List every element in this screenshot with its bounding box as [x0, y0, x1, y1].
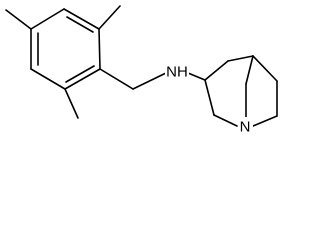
- amine-nitrogen-label: NH: [166, 64, 188, 81]
- methyl-groups: [5, 5, 121, 119]
- nh-label: NH: [165, 62, 189, 82]
- cage-bond-c7-c4: [252, 55, 278, 82]
- ring-bond-2: [98, 28, 101, 70]
- cage-bond-c3-c4: [204, 60, 229, 81]
- molecule-structure: NH N: [5, 5, 278, 136]
- ring-double-bond-1: [66, 16, 94, 33]
- methyl-bond-bottom: [64, 88, 79, 119]
- cage-bond-c2-n: [213, 114, 238, 127]
- quinuclidine-cage: [204, 55, 278, 127]
- ring-bond-1: [63, 8, 100, 30]
- ch2-to-nh-bond: [132, 72, 167, 90]
- benzene-ring: [30, 8, 101, 90]
- nh-to-c3-bond: [187, 72, 206, 81]
- cage-bond-c4-bridgehead: [227, 55, 254, 62]
- cage-bond-bridge-1: [245, 55, 254, 85]
- n-label: N: [238, 117, 253, 136]
- methyl-bond-top: [98, 5, 121, 30]
- benzyl-ch2-bond: [99, 68, 134, 90]
- ring-bond-3: [64, 68, 101, 90]
- cage-bond-c3-c2: [204, 79, 215, 116]
- cage-bond-n-c8: [252, 115, 278, 127]
- ring-double-bond-2: [65, 65, 95, 83]
- linker: [99, 68, 206, 90]
- ring-nitrogen-label: N: [240, 119, 251, 136]
- ring-bond-6: [30, 8, 65, 30]
- ring-bond-4: [30, 68, 66, 90]
- methyl-bond-left: [5, 9, 32, 30]
